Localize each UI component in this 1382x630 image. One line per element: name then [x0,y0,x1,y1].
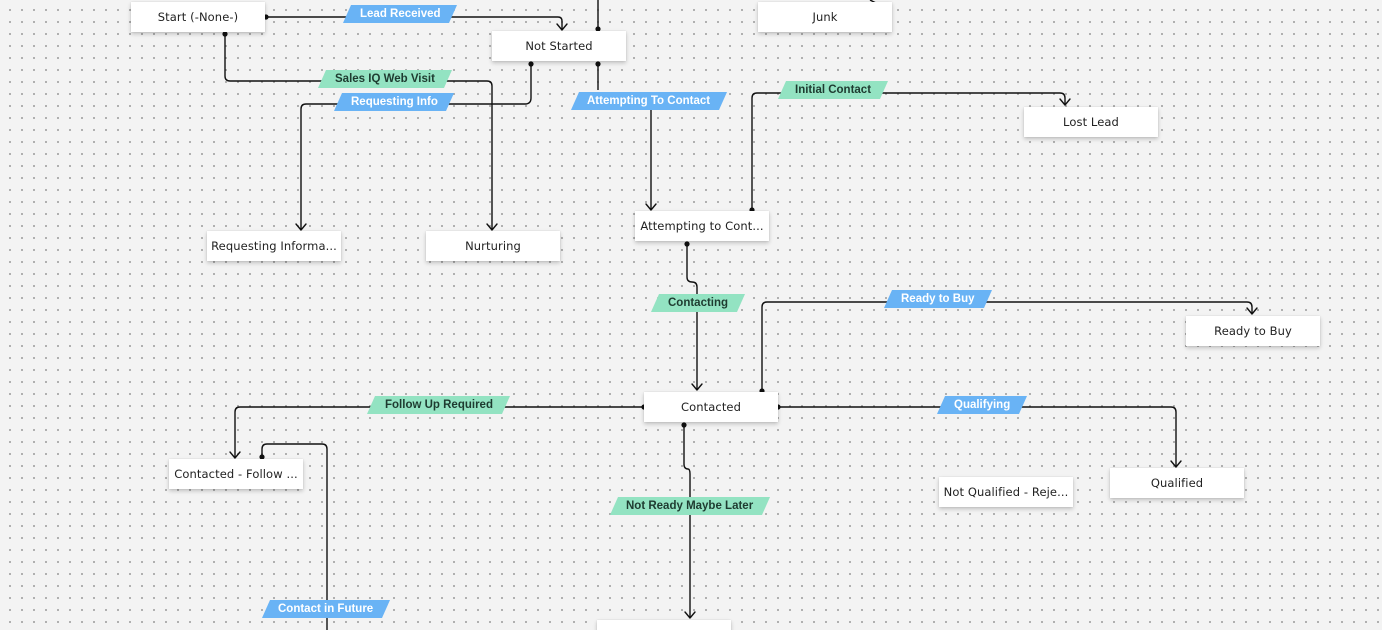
state-ready-to-buy[interactable]: Ready to Buy [1186,316,1320,346]
connector-contacted-to-qualified [778,406,1177,466]
state-label: Contacted [680,400,742,414]
transition-sales-iq-web-visit[interactable]: Sales IQ Web Visit [317,70,453,88]
state-junk[interactable]: Junk [758,2,892,32]
state-label: Not Qualified - Reje... [943,485,1069,499]
state-label: Requesting Informa... [211,239,337,253]
state-contacted[interactable]: Contacted [644,392,778,422]
transition-follow-up-required[interactable]: Follow Up Required [366,396,511,414]
state-lost-lead[interactable]: Lost Lead [1024,107,1158,137]
transition-not-ready-maybe-later[interactable]: Not Ready Maybe Later [609,497,771,515]
arrowhead-requesting-information [295,223,307,231]
connector-not-started-to-attempting [597,63,652,209]
transition-label: Qualifying [953,399,1011,411]
state-requesting-information[interactable]: Requesting Informa... [207,231,341,261]
transition-requesting-info[interactable]: Requesting Info [333,93,455,111]
arrowhead-bottom [684,611,696,619]
anchor-not-started-bottom-left [528,61,534,67]
state-label: Nurturing [465,239,521,253]
transition-qualifying[interactable]: Qualifying [936,396,1028,414]
transition-contacting[interactable]: Contacting [650,294,746,312]
transition-label: Contacting [667,297,729,309]
anchor-contacted-bottom [681,422,687,428]
arrowhead-nurturing [486,223,498,231]
transition-label: Attempting To Contact [587,95,711,107]
anchor-start-bottom [222,31,228,37]
state-start[interactable]: Start (-None-) [131,2,265,32]
state-nurturing[interactable]: Nurturing [426,231,560,261]
anchor-not-started-bottom [595,61,601,67]
connector-attempting-to-lost-lead [751,92,1066,210]
transition-label: Lead Received [359,8,441,20]
anchor-attempting-bottom [684,241,690,247]
state-label: Lost Lead [1063,115,1119,129]
transition-lead-received[interactable]: Lead Received [342,5,458,23]
state-label: Attempting to Cont... [640,219,764,233]
arrowhead-contacted [691,383,703,391]
connector-contacted-to-ready-to-buy [761,301,1253,391]
connector-contacted-to-follow-up [234,406,644,457]
transition-label: Sales IQ Web Visit [335,73,435,85]
transition-contact-in-future[interactable]: Contact in Future [261,600,391,618]
transition-label: Contact in Future [278,603,374,615]
state-label: Junk [812,10,838,24]
state-not-started[interactable]: Not Started [492,31,626,61]
arrowhead-ready-to-buy [1246,307,1258,315]
state-contacted-follow-up[interactable]: Contacted - Follow ... [169,459,303,489]
state-label: Qualified [1150,476,1204,490]
transition-label: Not Ready Maybe Later [626,500,754,512]
transition-ready-to-buy[interactable]: Ready to Buy [883,290,993,308]
state-label: Not Started [525,39,593,53]
arrowhead-attempting [645,203,657,211]
transition-label: Follow Up Required [384,399,493,411]
transition-label: Ready to Buy [901,293,975,305]
state-label: Contacted - Follow ... [174,467,298,481]
state-attempting-to-contact[interactable]: Attempting to Cont... [635,211,769,241]
connector-start-to-nurturing [224,35,493,229]
arrowhead-not-started [556,23,568,31]
arrowhead-follow-up [229,451,241,459]
state-qualified[interactable]: Qualified [1110,468,1244,498]
arrowhead-lost-lead [1059,98,1071,106]
state-label: Start (-None-) [157,10,239,24]
transition-initial-contact[interactable]: Initial Contact [777,81,889,99]
transition-label: Initial Contact [794,84,872,96]
state-not-qualified[interactable]: Not Qualified - Reje... [939,477,1073,507]
connector-contacted-to-bottom [683,424,691,617]
state-label: Ready to Buy [1214,324,1292,338]
state-bottom-partial[interactable] [597,620,731,630]
transition-label: Requesting Info [350,96,438,108]
connector-attempting-to-contacted [686,243,698,389]
arrowhead-qualified [1170,460,1182,468]
transition-attempting-to-contact[interactable]: Attempting To Contact [570,92,728,110]
